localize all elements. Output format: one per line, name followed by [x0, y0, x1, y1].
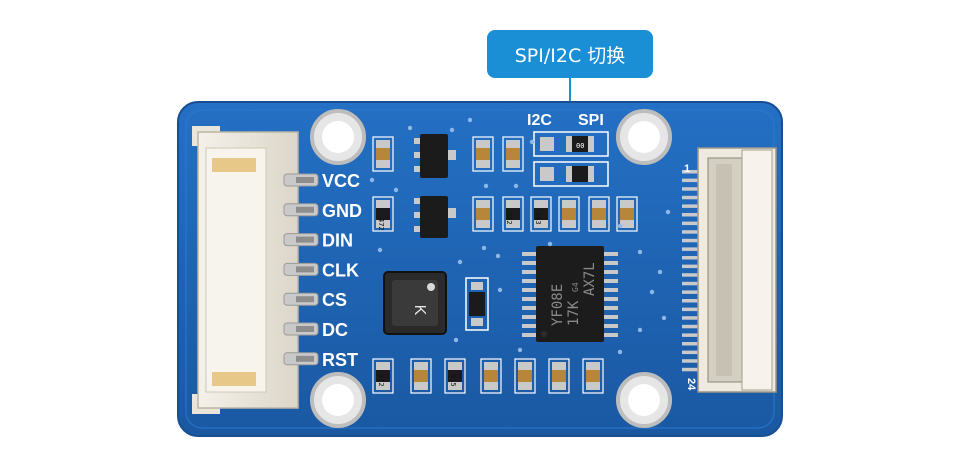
smd-passive: [588, 196, 610, 232]
smd-passive: [514, 358, 536, 394]
resistor-code-4: 472: [377, 374, 385, 387]
smd-passive: [502, 136, 524, 172]
smd-passive: [616, 196, 638, 232]
smd-passive: [548, 358, 570, 394]
fpc-pin-label-last: 24: [685, 378, 697, 391]
resistor-code-2: 272: [505, 212, 513, 225]
spi-i2c-switch-callout: SPI/I2C 切换: [487, 30, 653, 78]
callout-text: SPI/I2C 切换: [514, 44, 626, 67]
ic-marking-line-1: YF08E: [550, 284, 566, 326]
pin-header-connector: [192, 126, 319, 414]
jumper-label-spi: SPI: [578, 112, 604, 129]
smd-passive: [558, 196, 580, 232]
smd-passive: [372, 136, 394, 172]
small-diode: [465, 277, 489, 331]
pin-labels: VCC GND DIN CLK CS DC RST: [322, 171, 362, 370]
resistor-codes: 472 272 103 472 515: [377, 212, 542, 387]
buzzer-mark: K: [411, 305, 428, 316]
resistor-code-5: 515: [449, 374, 457, 387]
ic-marking-line-2: 17K: [566, 300, 582, 326]
pin-label-clk: CLK: [322, 260, 359, 280]
pin-label-dc: DC: [322, 320, 348, 340]
fpc-connector: 1 24: [682, 147, 777, 393]
pin-label-vcc: VCC: [322, 171, 360, 191]
pcb-vias: [369, 117, 671, 355]
fpc-pin-label-first: 1: [684, 163, 690, 175]
spi-i2c-jumper: I2C SPI 00: [527, 112, 609, 187]
smd-passive: [582, 358, 604, 394]
resistor-code-1: 472: [377, 218, 385, 231]
level-shifter-ic: YF08E 17K G4 AX7L: [522, 246, 618, 342]
sot-transistor-middle: [414, 196, 456, 238]
sot-transistor-top: [414, 134, 456, 178]
resistor-code-3: 103: [534, 212, 542, 225]
smd-passive: [444, 358, 466, 394]
jumper-label-i2c: I2C: [527, 112, 552, 129]
smd-passive: [372, 358, 394, 394]
smd-passive: [410, 358, 432, 394]
pin-label-gnd: GND: [322, 201, 362, 221]
mounting-holes: [310, 109, 672, 428]
ic-marking-line-3: AX7L: [582, 262, 598, 296]
smd-passive: [530, 196, 552, 232]
ic-marking-small: G4: [571, 282, 580, 292]
pin-label-cs: CS: [322, 290, 347, 310]
passive-components: [372, 136, 638, 394]
buzzer-component: K: [383, 271, 447, 335]
pin-label-din: DIN: [322, 231, 353, 251]
jumper-resistor-code: 00: [576, 142, 584, 150]
smd-passive: [372, 196, 394, 232]
pin-label-rst: RST: [322, 350, 358, 370]
smd-passive: [472, 136, 494, 172]
smd-passive: [502, 196, 524, 232]
smd-passive: [480, 358, 502, 394]
smd-passive: [472, 196, 494, 232]
pcb-board: [177, 101, 783, 437]
